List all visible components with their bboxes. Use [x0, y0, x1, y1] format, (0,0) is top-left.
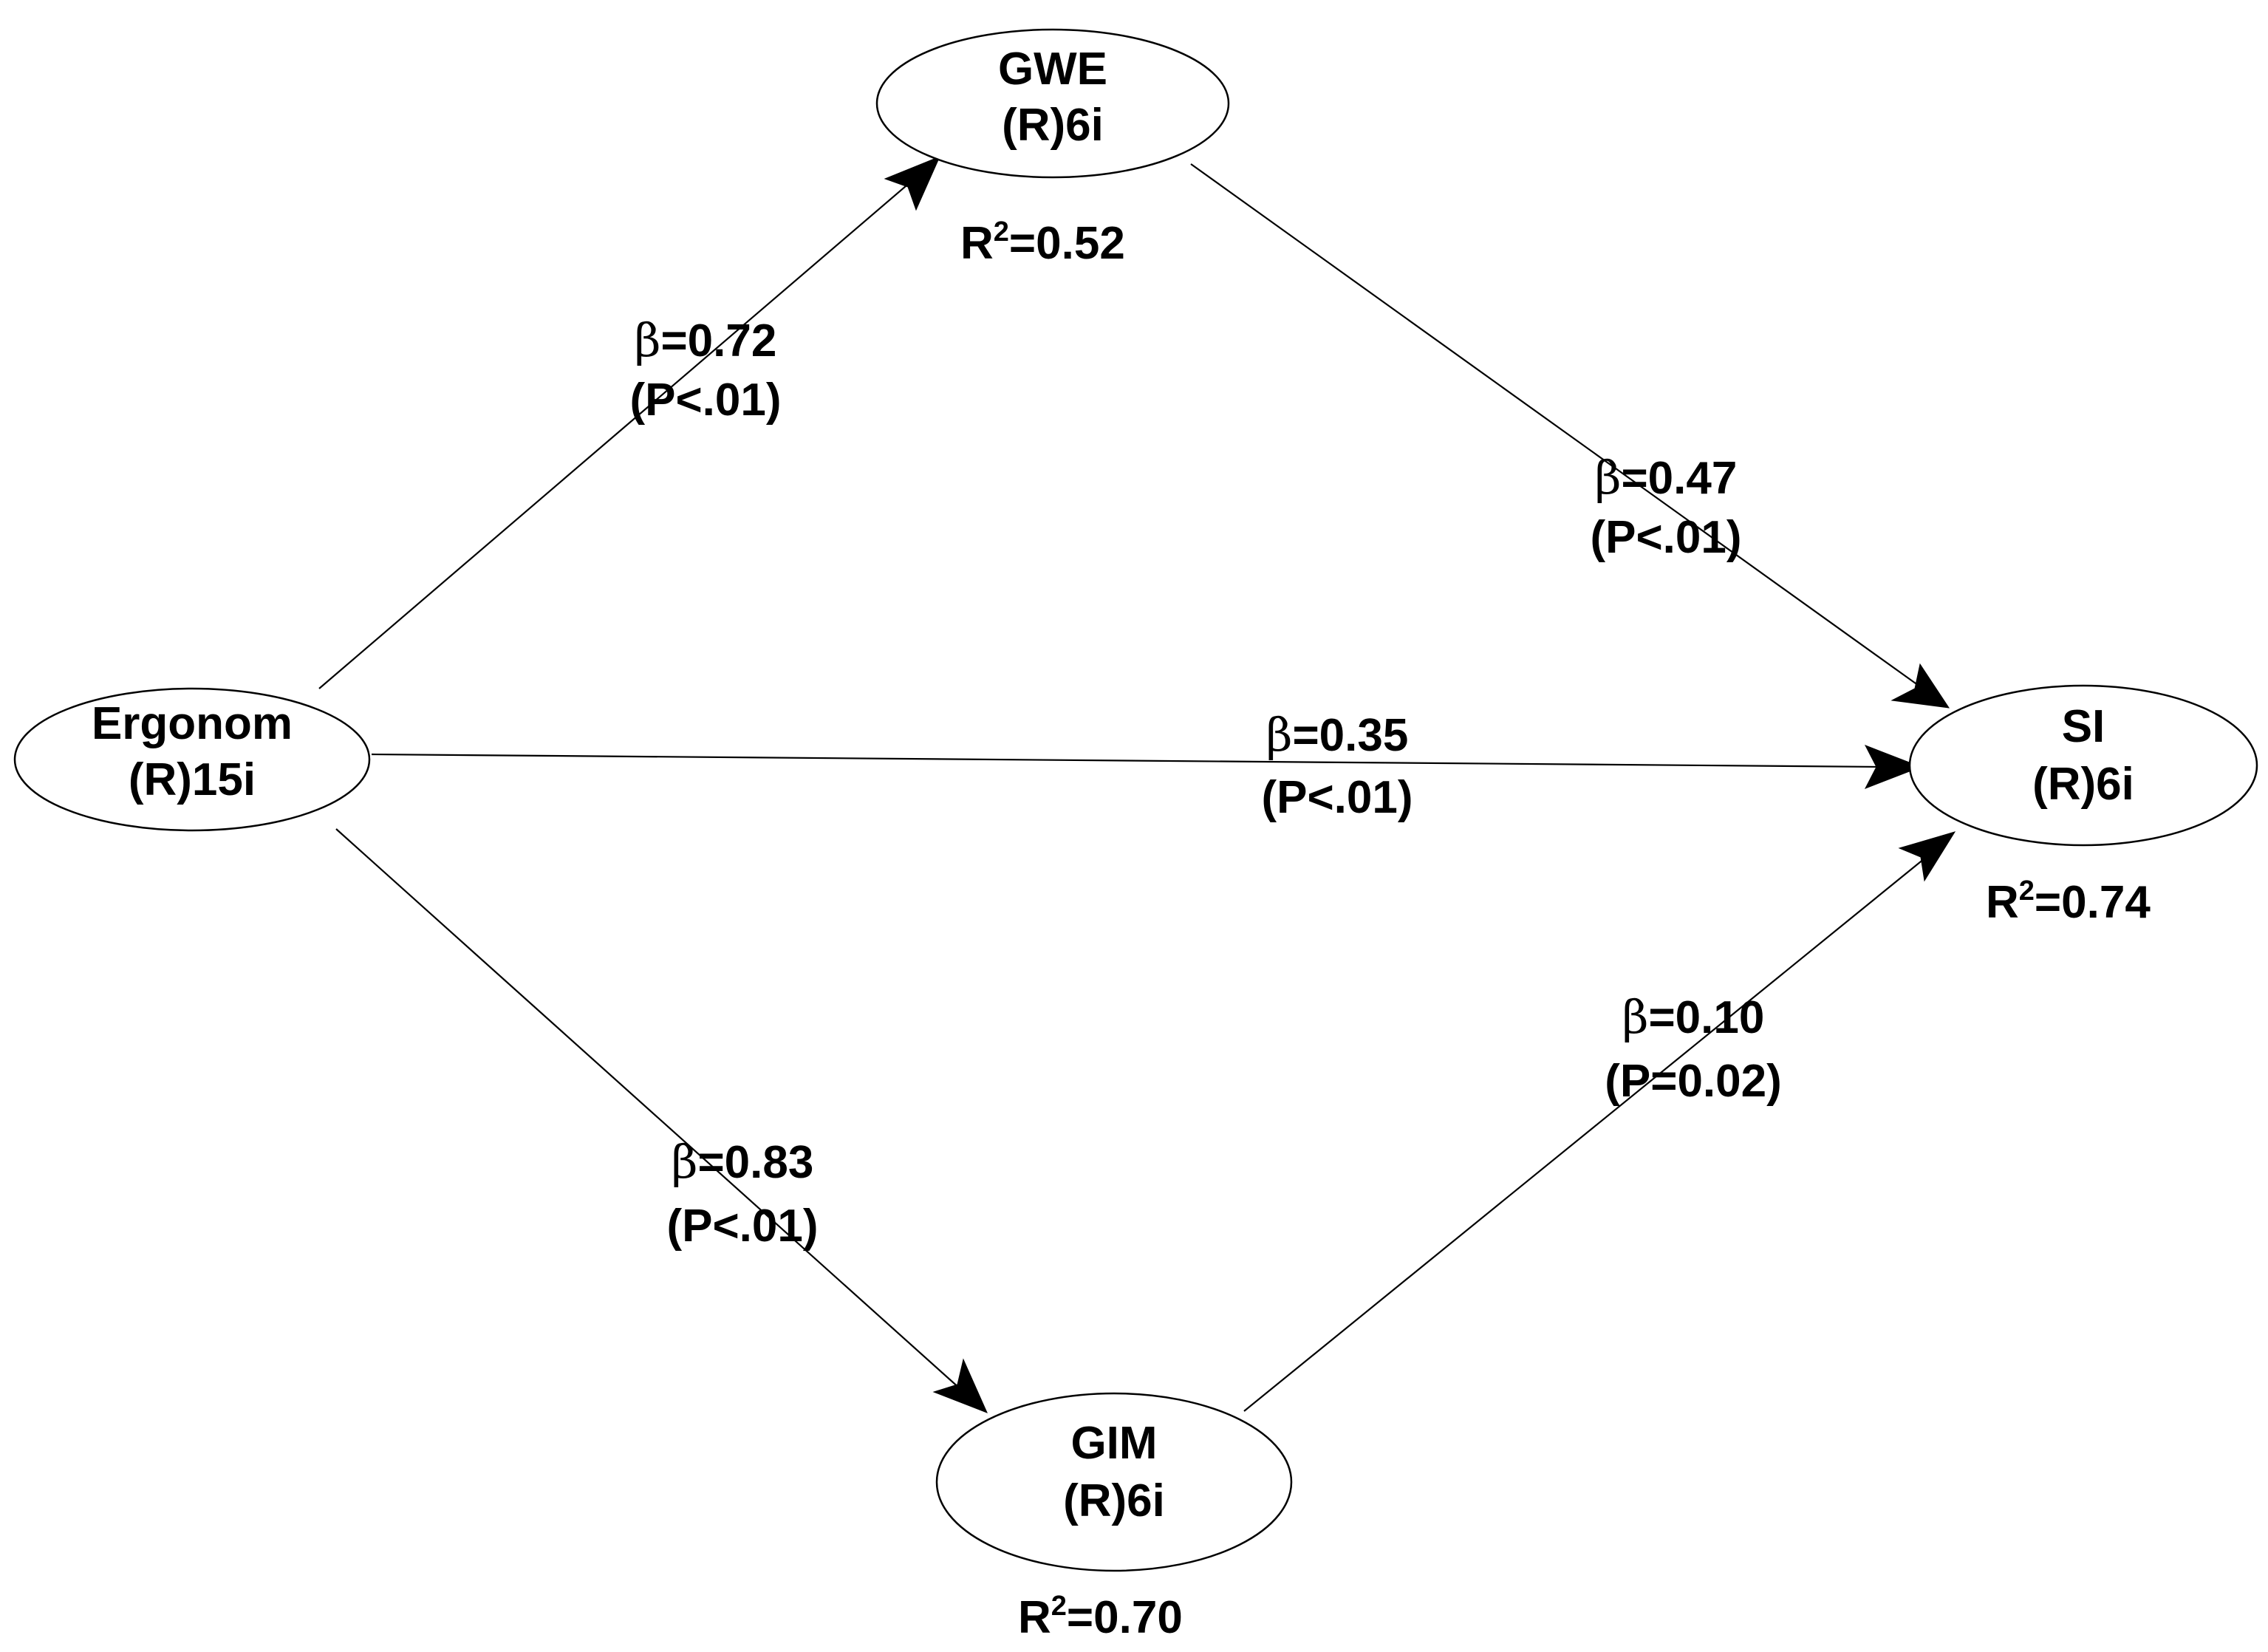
arrowhead-gwe: [884, 156, 940, 211]
beta-symbol: β: [672, 1135, 698, 1189]
p-gwe-si: (P<.01): [1590, 512, 1741, 563]
r2-si-value: =0.74: [2035, 877, 2151, 928]
p-ergonom-gim: (P<.01): [666, 1201, 818, 1252]
node-ergonom-name: Ergonom: [92, 698, 293, 749]
beta-symbol: β: [1622, 990, 1649, 1044]
r2-gwe-prefix: R: [960, 218, 994, 269]
beta-symbol: β: [1595, 451, 1622, 505]
node-gim-sub: (R)6i: [1063, 1475, 1165, 1526]
edge-gim-si: [1243, 855, 1929, 1412]
beta-value: =0.47: [1621, 453, 1737, 504]
beta-value: =0.83: [697, 1137, 813, 1188]
label-ergonom-gim: β=0.83 (P<.01): [666, 1135, 818, 1252]
beta-symbol: β: [1266, 708, 1293, 762]
edge-ergonom-si: [371, 753, 1885, 768]
node-gwe-name: GWE: [998, 44, 1107, 95]
label-ergonom-si: β=0.35 (P<.01): [1261, 708, 1413, 823]
edge-ergonom-gim: [335, 828, 961, 1390]
label-gwe-si: β=0.47 (P<.01): [1590, 451, 1741, 563]
r2-gwe-value: =0.52: [1009, 218, 1125, 269]
r2-si-prefix: R: [1986, 877, 2019, 928]
node-ergonom: Ergonom (R)15i: [13, 687, 371, 832]
arrowhead-si-mid: [1864, 745, 1922, 789]
node-ergonom-ellipse: [13, 687, 371, 832]
label-ergonom-gwe: β=0.72 (P<.01): [629, 313, 781, 426]
node-gim-ellipse: [935, 1392, 1293, 1572]
arrowhead-si-bottom: [1898, 831, 1956, 882]
beta-value: =0.35: [1292, 710, 1408, 761]
edge-gwe-si: [1190, 163, 1922, 688]
p-gim-si: (P=0.02): [1605, 1056, 1782, 1107]
label-gim-si: β=0.10 (P=0.02): [1605, 990, 1782, 1107]
node-si-ellipse: [1908, 684, 2258, 847]
beta-gwe-si: β=0.47: [1595, 451, 1738, 505]
r2-gim: R2=0.70: [1018, 1591, 1183, 1643]
beta-value: =0.72: [660, 315, 776, 366]
beta-ergonom-gim: β=0.83: [672, 1135, 814, 1189]
node-gim-name: GIM: [1070, 1418, 1157, 1469]
node-gim: GIM (R)6i: [935, 1392, 1293, 1572]
r2-gim-prefix: R: [1018, 1592, 1051, 1643]
r2-si-exp: 2: [2019, 876, 2035, 907]
beta-symbol: β: [635, 313, 661, 367]
p-ergonom-gwe: (P<.01): [629, 375, 781, 426]
node-gwe: GWE (R)6i: [875, 28, 1230, 179]
r2-gwe-exp: 2: [994, 216, 1009, 248]
beta-gim-si: β=0.10: [1622, 990, 1765, 1044]
arrowhead-si-top: [1890, 663, 1950, 709]
r2-si: R2=0.74: [1986, 876, 2151, 928]
node-si-sub: (R)6i: [2032, 759, 2134, 810]
r2-gwe: R2=0.52: [960, 216, 1125, 269]
p-ergonom-si: (P<.01): [1261, 772, 1413, 823]
edges: [318, 156, 1956, 1413]
edge-ergonom-gwe: [318, 177, 917, 689]
r2-gim-value: =0.70: [1067, 1592, 1183, 1643]
arrowhead-gim: [932, 1358, 988, 1413]
beta-ergonom-si: β=0.35: [1266, 708, 1409, 762]
node-si: SI (R)6i: [1908, 684, 2258, 847]
r2-gim-exp: 2: [1051, 1591, 1067, 1622]
beta-value: =0.10: [1648, 992, 1764, 1043]
node-gwe-ellipse: [875, 28, 1230, 179]
node-si-name: SI: [2062, 701, 2105, 752]
beta-ergonom-gwe: β=0.72: [635, 313, 777, 367]
node-gwe-sub: (R)6i: [1002, 100, 1104, 151]
node-ergonom-sub: (R)15i: [129, 754, 256, 805]
